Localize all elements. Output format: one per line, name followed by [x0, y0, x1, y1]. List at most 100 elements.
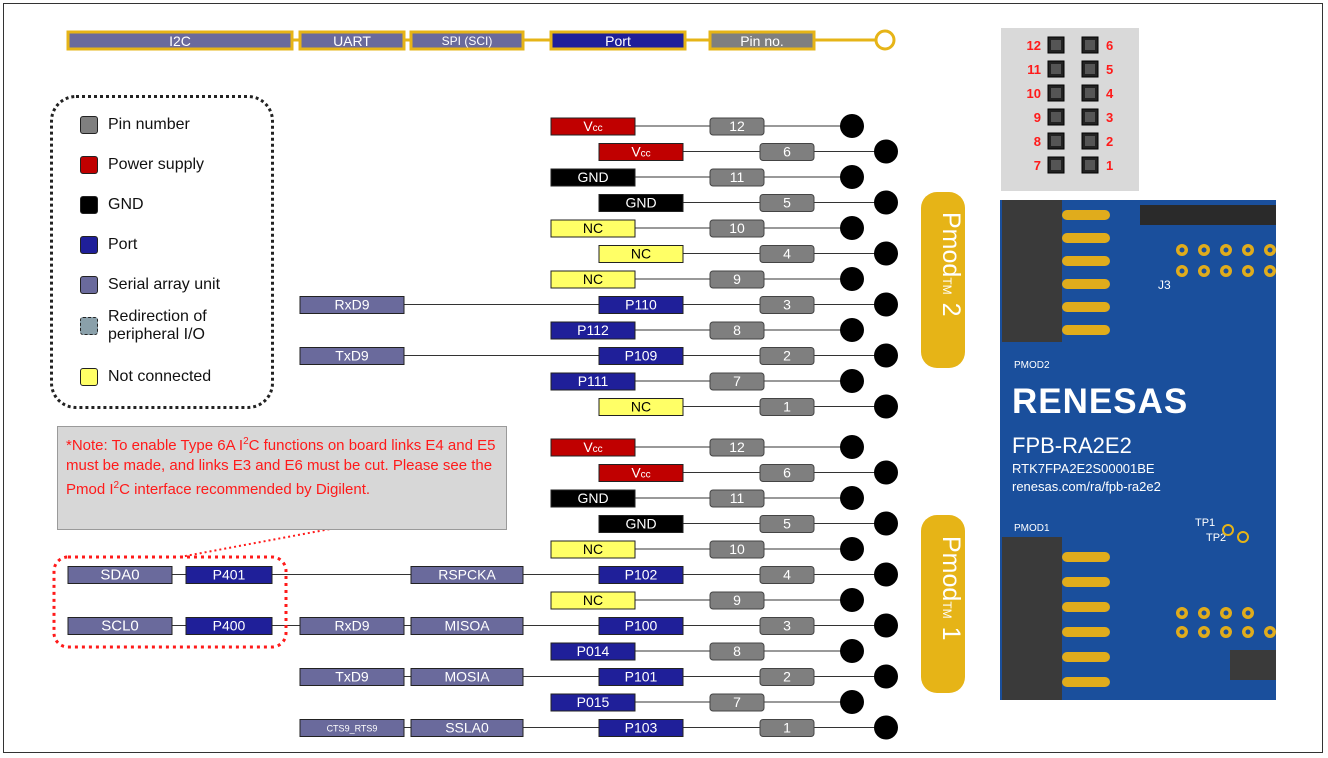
port-box	[598, 296, 684, 314]
board-hole-center	[1267, 268, 1273, 274]
port-box	[598, 719, 684, 737]
pinout-right-num: 2	[1106, 134, 1113, 149]
pin-box	[759, 398, 815, 416]
board-url: renesas.com/ra/fpb-ra2e2	[1012, 479, 1161, 494]
port-box	[550, 540, 636, 559]
legend-swatch	[80, 116, 98, 134]
port-box	[598, 245, 684, 263]
port-box	[550, 219, 636, 238]
pin-box	[709, 591, 765, 610]
spi-box	[410, 566, 524, 584]
pinout-pad-inner	[1085, 160, 1095, 170]
pin-box	[709, 219, 765, 238]
pinout-right-num: 5	[1106, 62, 1113, 77]
legend-swatch	[80, 276, 98, 294]
port-box	[598, 566, 684, 584]
port-label: P100	[625, 618, 658, 634]
port-label: GND	[577, 169, 608, 185]
pin-label: 3	[783, 297, 791, 313]
pin-label: 9	[733, 592, 741, 608]
pinout-left-num: 12	[1027, 38, 1041, 53]
pin-box	[759, 719, 815, 737]
pinout-right-num: 1	[1106, 158, 1113, 173]
uart-label: TxD9	[335, 669, 369, 685]
i2c-port-label: P400	[213, 618, 246, 634]
pin-dot	[840, 588, 864, 612]
pin-box	[759, 464, 815, 482]
pin-label: 10	[729, 220, 745, 236]
pin-box	[759, 296, 815, 314]
legend-swatch	[80, 236, 98, 254]
port-box	[550, 168, 636, 187]
pin-dot	[874, 139, 898, 164]
i2c-port-box	[185, 617, 273, 635]
spi-label: MOSIA	[444, 669, 490, 685]
port-label: GND	[625, 195, 656, 211]
legend-swatch	[80, 156, 98, 174]
pin-box	[709, 117, 765, 136]
pinout-right-num: 6	[1106, 38, 1113, 53]
pinout-pad-inner	[1051, 112, 1061, 122]
pinout-right-num: 4	[1106, 86, 1114, 101]
pin-label: 2	[783, 669, 791, 685]
board-part: RTK7FPA2E2S00001BE	[1012, 461, 1155, 476]
port-box	[598, 515, 684, 533]
board-hole-center	[1179, 629, 1185, 635]
pin-dot	[874, 190, 898, 215]
pin-label: 7	[733, 373, 741, 389]
pin-dot	[874, 664, 898, 689]
header-label-i2c: I2C	[169, 33, 191, 49]
pin-dot	[840, 690, 864, 714]
pin-box	[759, 194, 815, 212]
pmod1-row: P015 7	[550, 690, 864, 714]
pinout-left-num: 10	[1027, 86, 1041, 101]
pin-dot	[840, 486, 864, 510]
pin-box	[759, 143, 815, 161]
pin-box	[709, 168, 765, 187]
top-header	[1140, 205, 1276, 225]
port-label: P015	[577, 694, 610, 710]
pin-dot	[840, 639, 864, 663]
spi-label: SSLA0	[445, 720, 489, 736]
port-label: NC	[631, 246, 651, 262]
pin-dot	[874, 343, 898, 368]
port-box	[550, 642, 636, 661]
pin-label: 11	[730, 490, 745, 506]
pmod1-connector	[1002, 537, 1062, 700]
pin-label: 4	[783, 567, 791, 583]
port-box	[598, 347, 684, 365]
pin-box	[709, 321, 765, 340]
pin-dot	[840, 267, 864, 291]
port-label: Vcc	[583, 439, 602, 455]
pin-dot	[840, 114, 864, 138]
board-pin	[1062, 552, 1110, 562]
pin-dot	[840, 369, 864, 393]
board-pin	[1062, 677, 1110, 687]
header-label-uart: UART	[333, 33, 371, 49]
board-hole-center	[1179, 610, 1185, 616]
pin-label: 4	[783, 246, 791, 262]
uart-label: RxD9	[334, 618, 369, 634]
pin-label: 5	[783, 195, 791, 211]
board-hole-center	[1201, 610, 1207, 616]
pin-label: 7	[733, 694, 741, 710]
port-label: NC	[583, 220, 603, 236]
board-hole-center	[1201, 247, 1207, 253]
pmod1-title-pill: PmodTM1	[921, 515, 965, 693]
port-box	[598, 668, 684, 686]
pin-box	[759, 347, 815, 365]
header-label-pin: Pin no.	[740, 33, 784, 49]
pin-label: 5	[783, 516, 791, 532]
pin-box	[709, 372, 765, 391]
uart-box	[299, 296, 405, 314]
pinout-pad-inner	[1051, 40, 1061, 50]
note-sup-2: 2	[113, 480, 120, 491]
board-pin	[1062, 652, 1110, 662]
